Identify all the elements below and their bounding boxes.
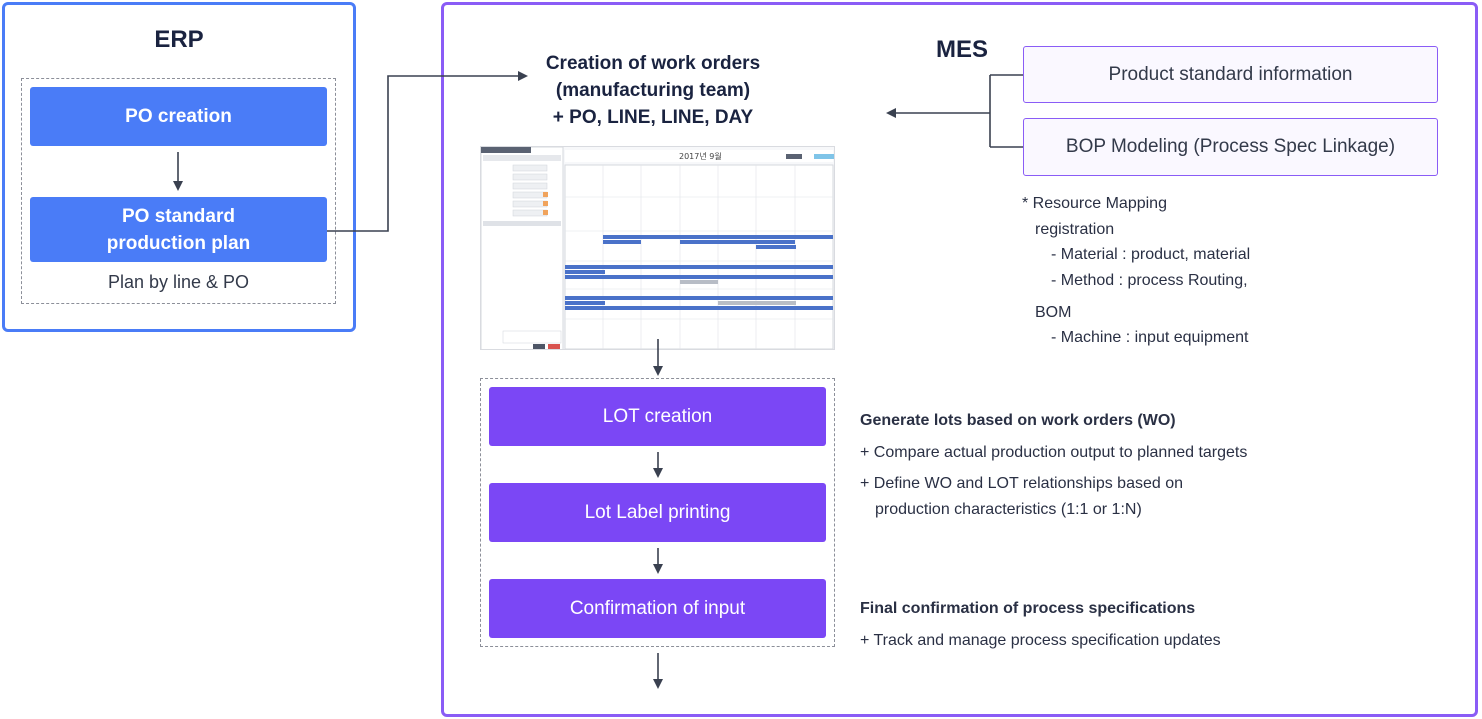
lots-item2-line1: + Define WO and LOT relationships based … bbox=[860, 475, 1183, 492]
po-creation-box: PO creation bbox=[30, 87, 327, 146]
product-info-box: Product standard information bbox=[1023, 46, 1438, 103]
lots-item1: + Compare actual production output to pl… bbox=[860, 444, 1248, 461]
lot-creation-box: LOT creation bbox=[489, 387, 826, 446]
work-order-calendar-screenshot: 2017년 9월 bbox=[480, 146, 835, 350]
work-orders-line1: Creation of work orders bbox=[545, 53, 761, 74]
mes-process-dashed-group bbox=[480, 378, 835, 647]
confirmation-of-input-box: Confirmation of input bbox=[489, 579, 826, 638]
resource-mapping-line5: BOM bbox=[1035, 304, 1072, 321]
arrow-plan-to-work-orders bbox=[327, 71, 528, 232]
calendar-month-label: 2017년 9월 bbox=[679, 151, 722, 161]
resource-mapping-line6: - Machine : input equipment bbox=[1051, 329, 1249, 346]
work-orders-line2: (manufacturing team) bbox=[555, 80, 751, 101]
po-plan-line2: production plan bbox=[106, 232, 251, 254]
mes-title: MES bbox=[935, 36, 988, 63]
lot-label-printing-box: Lot Label printing bbox=[489, 483, 826, 542]
resource-mapping-line3: - Material : product, material bbox=[1051, 246, 1251, 263]
final-item1: + Track and manage process specification… bbox=[860, 632, 1221, 649]
work-orders-line3: + PO, LINE, LINE, DAY bbox=[552, 107, 754, 128]
resource-mapping-line2: registration bbox=[1035, 221, 1115, 238]
mes-panel bbox=[441, 2, 1478, 717]
final-heading: Final confirmation of process specificat… bbox=[860, 600, 1196, 617]
resource-mapping-line4: - Method : process Routing, bbox=[1051, 272, 1248, 289]
calendar-mock: 2017년 9월 bbox=[481, 147, 834, 349]
erp-dashed-group bbox=[21, 78, 336, 304]
erp-panel bbox=[2, 2, 356, 332]
lots-heading: Generate lots based on work orders (WO) bbox=[860, 412, 1176, 429]
lots-item2-line2: production characteristics (1:1 or 1:N) bbox=[875, 501, 1142, 518]
work-orders-title: Creation of work orders (manufacturing t… bbox=[500, 50, 806, 131]
resource-mapping-line1: * Resource Mapping bbox=[1022, 195, 1167, 212]
po-production-plan-box: PO standard production plan bbox=[30, 197, 327, 262]
erp-title: ERP bbox=[154, 26, 204, 53]
plan-caption: Plan by line & PO bbox=[107, 272, 250, 292]
bop-modeling-box: BOP Modeling (Process Spec Linkage) bbox=[1023, 118, 1438, 176]
po-plan-line1: PO standard bbox=[122, 205, 235, 227]
